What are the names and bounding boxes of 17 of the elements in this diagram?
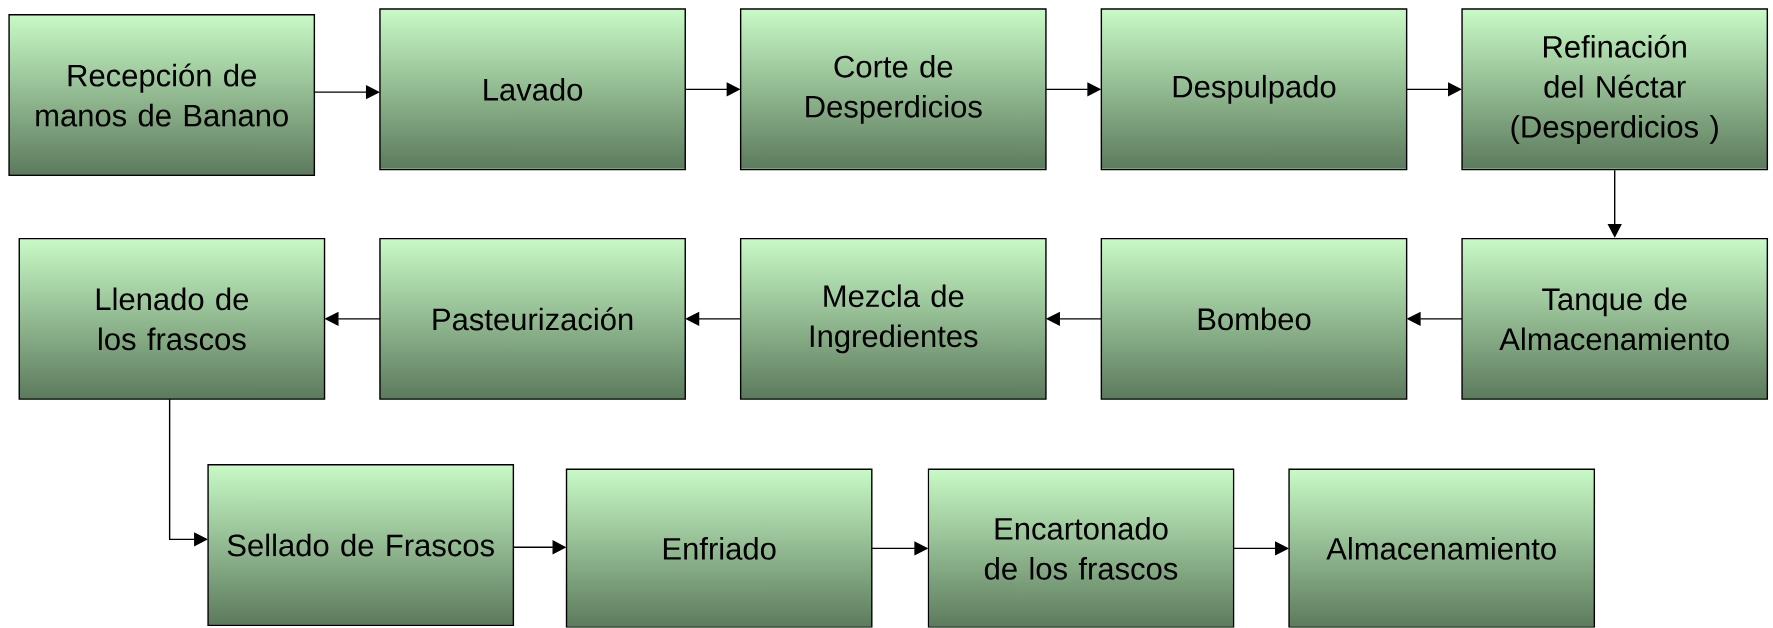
process-box: Tanque de Almacenamiento [1461, 238, 1769, 401]
process-box: Sellado de Frascos [207, 464, 515, 627]
process-box: Llenado de los frascos [18, 238, 326, 401]
process-box: Mezcla de Ingredientes [739, 238, 1047, 401]
process-box: Almacenamiento [1288, 468, 1596, 628]
process-box: Pasteurización [379, 238, 686, 401]
arrow [1232, 541, 1289, 556]
process-box: Lavado [379, 8, 686, 171]
process-box: Corte de Desperdicios [739, 8, 1047, 171]
process-box: Despulpado [1100, 8, 1408, 171]
process-box: Encartonado de los frascos [927, 468, 1235, 628]
process-box: Enfriado [565, 468, 873, 628]
arrow [313, 85, 380, 100]
process-box: Recepción de manos de Banano [8, 14, 316, 177]
process-box: Refinación del Néctar (Desperdicios ) [1461, 8, 1769, 171]
process-box: Bombeo [1100, 238, 1408, 401]
arrow [1405, 82, 1462, 97]
